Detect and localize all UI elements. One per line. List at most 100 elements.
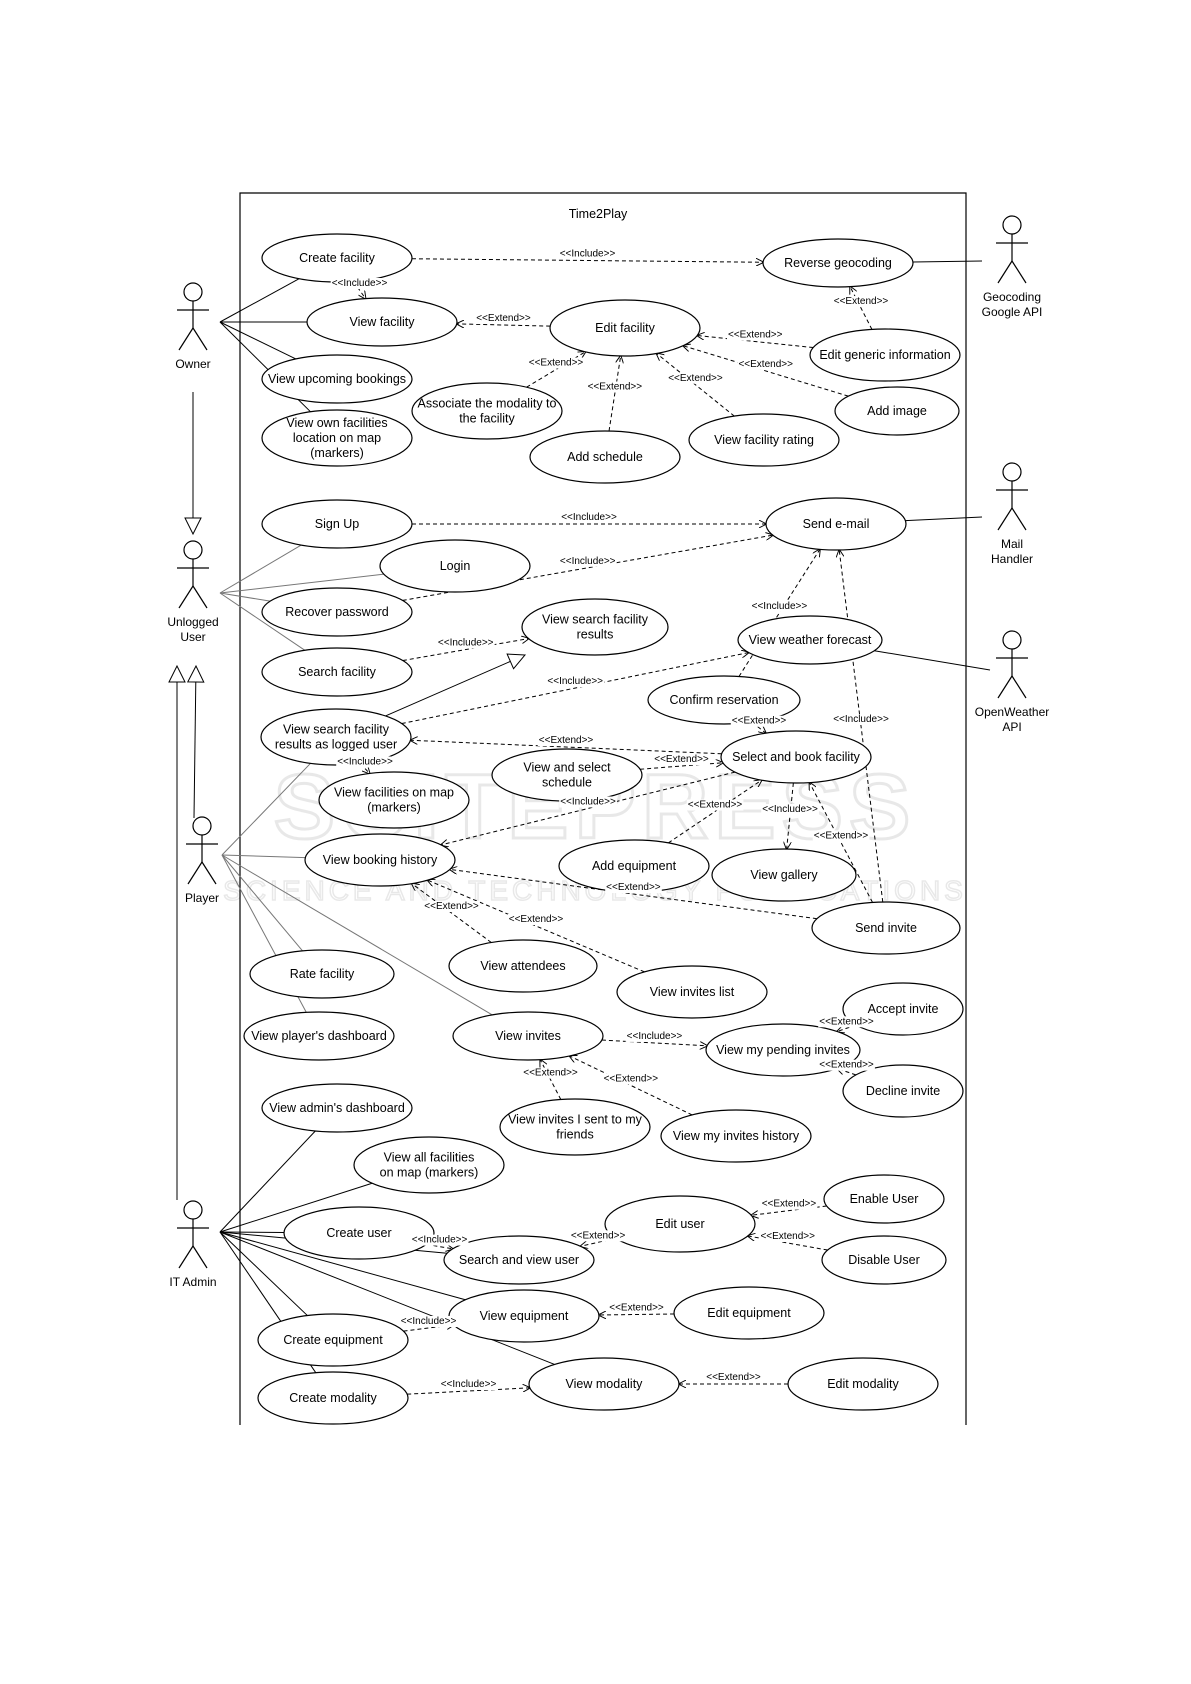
generalization-line: [193, 665, 197, 819]
dependency-label: <<Include>>: [561, 512, 617, 523]
dependency-label: <<Extend>>: [571, 1230, 626, 1241]
dependency-label: <<Extend>>: [762, 1199, 817, 1210]
use-case-view-attendees: View attendees: [448, 939, 598, 993]
label-background: [759, 1231, 817, 1243]
use-case-label: View my pending invites: [716, 1043, 850, 1057]
use-case-ellipse: [353, 1136, 505, 1194]
use-case-decline-invite: Decline invite: [842, 1064, 964, 1118]
label-background: [410, 1234, 469, 1246]
generalization-arrowhead-icon: [186, 664, 205, 683]
label-background: [625, 1030, 684, 1042]
use-case-label: the facility: [459, 412, 515, 426]
use-case-label: View search facility: [542, 613, 649, 627]
use-case-label: Create facility: [299, 251, 375, 265]
use-case-ellipse: [443, 1235, 595, 1285]
dependency-line: [601, 1039, 707, 1046]
dependency-label: <<Include>>: [560, 797, 616, 808]
use-case-send-invite: Send invite: [811, 901, 961, 955]
use-case-label: View search facility: [283, 723, 390, 737]
use-case-label: View and select: [523, 761, 611, 775]
label-background: [832, 296, 890, 308]
dependency-line: [668, 780, 761, 844]
label-background: [559, 796, 617, 808]
label-background: [330, 278, 389, 289]
use-case-label: Create equipment: [283, 1333, 383, 1347]
association-line: [221, 854, 306, 859]
actor-itadmin: IT Admin: [169, 1200, 217, 1289]
label-background: [730, 715, 788, 727]
dependency-label: <<Include>>: [332, 278, 388, 289]
label-background: [558, 248, 617, 260]
use-case-label: Enable User: [850, 1192, 919, 1206]
use-case-view-weather: View weather forecast: [737, 615, 883, 665]
actor-label: Unlogged: [167, 615, 218, 629]
use-case-view-invites-list: View invites list: [616, 965, 768, 1019]
generalization-arrowhead-icon: [184, 517, 202, 536]
use-case-send-email: Send e-mail: [765, 497, 907, 551]
use-case-ellipse: [762, 238, 914, 288]
use-case-label: Sign Up: [315, 517, 360, 531]
actor-figure-icon: [177, 540, 209, 609]
use-case-ellipse: [688, 413, 840, 467]
label-background: [818, 1059, 875, 1071]
dependency-line: [426, 1244, 452, 1248]
actor-figure-icon: [996, 215, 1028, 284]
dependency-label: <<Extend>>: [654, 754, 709, 765]
use-case-edit-generic: Edit generic information: [809, 328, 961, 382]
use-case-edit-facility: Edit facility: [549, 299, 701, 357]
use-case-ellipse: [660, 1109, 812, 1163]
use-case-ellipse: [521, 598, 669, 656]
label-background: [737, 358, 795, 370]
use-case-ellipse: [261, 1083, 413, 1133]
use-case-label: friends: [556, 1128, 594, 1142]
use-case-label: results: [577, 628, 614, 642]
use-case-label: View invites I sent to my: [508, 1113, 643, 1127]
label-background: [336, 756, 394, 768]
label-background: [475, 312, 532, 324]
use-case-label: Add image: [867, 404, 927, 418]
use-case-label: Create user: [326, 1226, 391, 1240]
dependency-label: <<Include>>: [337, 757, 393, 768]
label-background: [812, 830, 870, 842]
use-case-view-gallery: View gallery: [711, 848, 857, 902]
dependency-label: <<Include>>: [412, 1235, 468, 1246]
use-case-sign-up: Sign Up: [261, 499, 413, 549]
use-case-label: Login: [440, 559, 471, 573]
label-background: [558, 555, 617, 567]
use-case-label: Edit generic information: [819, 348, 950, 362]
use-case-label: View facilities on map: [334, 786, 454, 800]
use-case-view-equipment: View equipment: [448, 1289, 600, 1343]
use-case-label: Recover password: [285, 605, 389, 619]
actor-figure-icon: [186, 816, 218, 885]
use-case-login: Login: [379, 539, 531, 593]
use-case-ellipse: [809, 328, 961, 382]
use-case-label: (markers): [367, 801, 420, 815]
system-boundary: Time2Play: [239, 192, 967, 1425]
dependency-line: [450, 869, 817, 920]
use-case-label: View player's dashboard: [251, 1029, 387, 1043]
use-case-label: Send e-mail: [803, 517, 870, 531]
use-case-label: Add equipment: [592, 859, 677, 873]
dependency-label: <<Extend>>: [814, 831, 869, 842]
dependency-line: [410, 740, 722, 755]
association-line: [905, 516, 983, 522]
use-case-edit-equipment: Edit equipment: [673, 1286, 825, 1340]
use-case-ellipse: [249, 949, 395, 999]
use-case-ellipse: [616, 965, 768, 1019]
use-case-label: View upcoming bookings: [268, 372, 406, 386]
dependency-label: <<Extend>>: [609, 1303, 664, 1314]
dependency-label: <<Extend>>: [732, 716, 787, 727]
use-case-label: Select and book facility: [732, 750, 861, 764]
dependency-line: [809, 783, 873, 903]
use-case-label: Send invite: [855, 921, 917, 935]
label-background: [423, 901, 480, 913]
association-line: [219, 1231, 308, 1316]
